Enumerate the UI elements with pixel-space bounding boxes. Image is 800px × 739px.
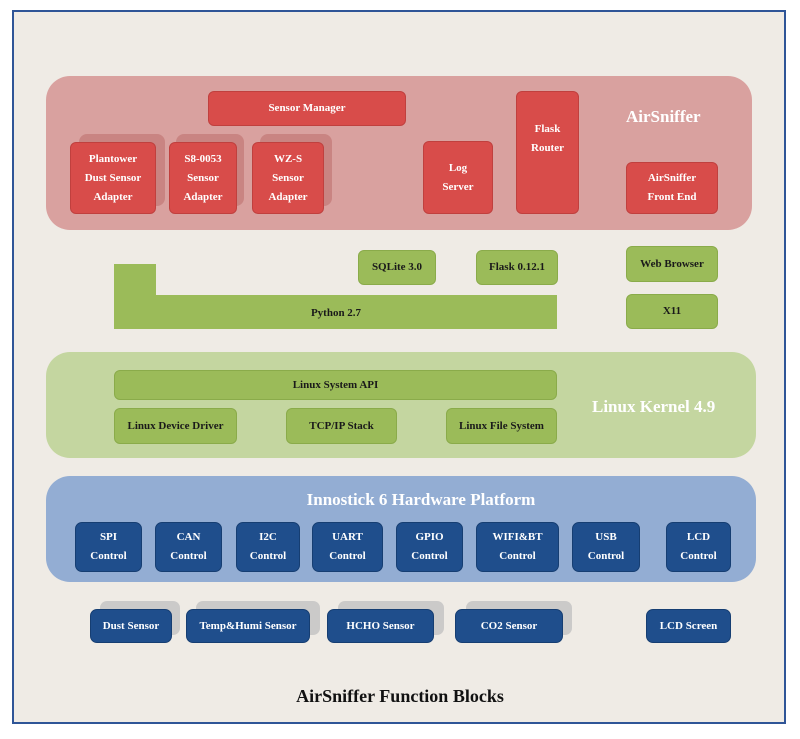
tcpip-block: TCP/IP Stack: [286, 408, 397, 444]
device-dust-sensor: Dust Sensor: [90, 609, 172, 643]
adapter-line: Adapter: [183, 190, 223, 203]
control-sub: Control: [329, 550, 366, 562]
log-server-line: Log: [448, 161, 468, 174]
device-hcho-sensor: HCHO Sensor: [327, 609, 434, 643]
web-browser-block: Web Browser: [626, 246, 718, 282]
control-sub: Control: [249, 550, 287, 562]
system-api-label: Linux System API: [292, 378, 379, 391]
gpio-control-block: GPIO Control: [396, 522, 463, 572]
device-co2-sensor: CO2 Sensor: [455, 609, 563, 643]
wifi-bt-control-block: WIFI&BT Control: [476, 522, 559, 572]
device-driver-block: Linux Device Driver: [114, 408, 237, 444]
control-sub: Control: [411, 550, 448, 562]
python-block: Python 2.7: [114, 296, 558, 330]
control-name: GPIO: [415, 531, 444, 543]
sensor-manager-block: Sensor Manager: [208, 91, 406, 126]
control-sub: Control: [499, 550, 536, 562]
control-name: SPI: [99, 531, 118, 543]
uart-control-block: UART Control: [312, 522, 383, 572]
device-lcd-screen: LCD Screen: [646, 609, 731, 643]
x11-label: X11: [662, 305, 682, 317]
system-api-block: Linux System API: [114, 370, 557, 400]
web-browser-label: Web Browser: [640, 257, 704, 270]
log-server-block: Log Server: [423, 141, 493, 214]
device-label: HCHO Sensor: [346, 619, 415, 632]
adapter-line: Adapter: [268, 190, 308, 203]
front-end-line: AirSniffer: [647, 172, 697, 184]
adapter-line: Plantower: [88, 152, 138, 165]
airsniffer-layer-title: AirSniffer: [626, 107, 701, 126]
sensor-manager-label: Sensor Manager: [268, 102, 346, 114]
adapter-block-wzs: WZ-S Sensor Adapter: [252, 142, 324, 214]
flask-router-block: Flask Router: [516, 91, 579, 214]
front-end-line: Front End: [647, 191, 697, 203]
spi-control-block: SPI Control: [75, 522, 142, 572]
control-name: WIFI&BT: [492, 531, 543, 543]
python-label: Python 2.7: [310, 306, 362, 319]
flask-router-line: Flask: [534, 123, 561, 135]
sqlite-label: SQLite 3.0: [371, 261, 423, 273]
device-label: Dust Sensor: [102, 619, 160, 632]
adapter-line: Dust Sensor: [84, 171, 142, 184]
flask-label: Flask 0.12.1: [489, 261, 545, 273]
python-block-shape: [114, 264, 557, 329]
control-name: I2C: [259, 531, 277, 543]
adapter-line: Sensor: [272, 171, 304, 184]
control-sub: Control: [587, 550, 625, 562]
i2c-control-block: I2C Control: [236, 522, 300, 572]
flask-block: Flask 0.12.1: [476, 250, 558, 285]
device-label: LCD Screen: [659, 619, 718, 632]
device-label: CO2 Sensor: [480, 619, 538, 632]
log-server-line: Server: [442, 180, 474, 193]
adapter-line: S8-0053: [184, 152, 222, 165]
adapter-line: WZ-S: [273, 152, 303, 165]
can-control-block: CAN Control: [155, 522, 222, 572]
diagram-caption: AirSniffer Function Blocks: [296, 686, 504, 706]
x11-block: X11: [626, 294, 718, 329]
file-system-block: Linux File System: [446, 408, 557, 444]
device-driver-label: Linux Device Driver: [127, 419, 224, 432]
control-name: LCD: [686, 531, 711, 543]
file-system-label: Linux File System: [459, 419, 544, 432]
adapter-line: Sensor: [187, 171, 219, 184]
adapter-line: Adapter: [93, 190, 133, 203]
kernel-layer-title: Linux Kernel 4.9: [592, 397, 716, 416]
sqlite-block: SQLite 3.0: [358, 250, 436, 285]
control-sub: Control: [170, 550, 207, 562]
device-label: Temp&Humi Sensor: [199, 619, 297, 632]
tcpip-label: TCP/IP Stack: [309, 419, 374, 432]
control-name: USB: [595, 531, 617, 543]
hardware-layer-title: Innostick 6 Hardware Platform: [306, 490, 536, 509]
lcd-control-block: LCD Control: [666, 522, 731, 572]
device-temp-humi-sensor: Temp&Humi Sensor: [186, 609, 310, 643]
adapter-block-s8: S8-0053 Sensor Adapter: [169, 142, 237, 214]
front-end-block: AirSniffer Front End: [626, 162, 718, 214]
control-sub: Control: [90, 550, 127, 562]
control-name: CAN: [176, 531, 201, 543]
usb-control-block: USB Control: [572, 522, 640, 572]
flask-router-line: Router: [531, 142, 564, 154]
control-sub: Control: [680, 550, 717, 562]
control-name: UART: [332, 531, 363, 543]
adapter-block-plantower: Plantower Dust Sensor Adapter: [70, 142, 156, 214]
